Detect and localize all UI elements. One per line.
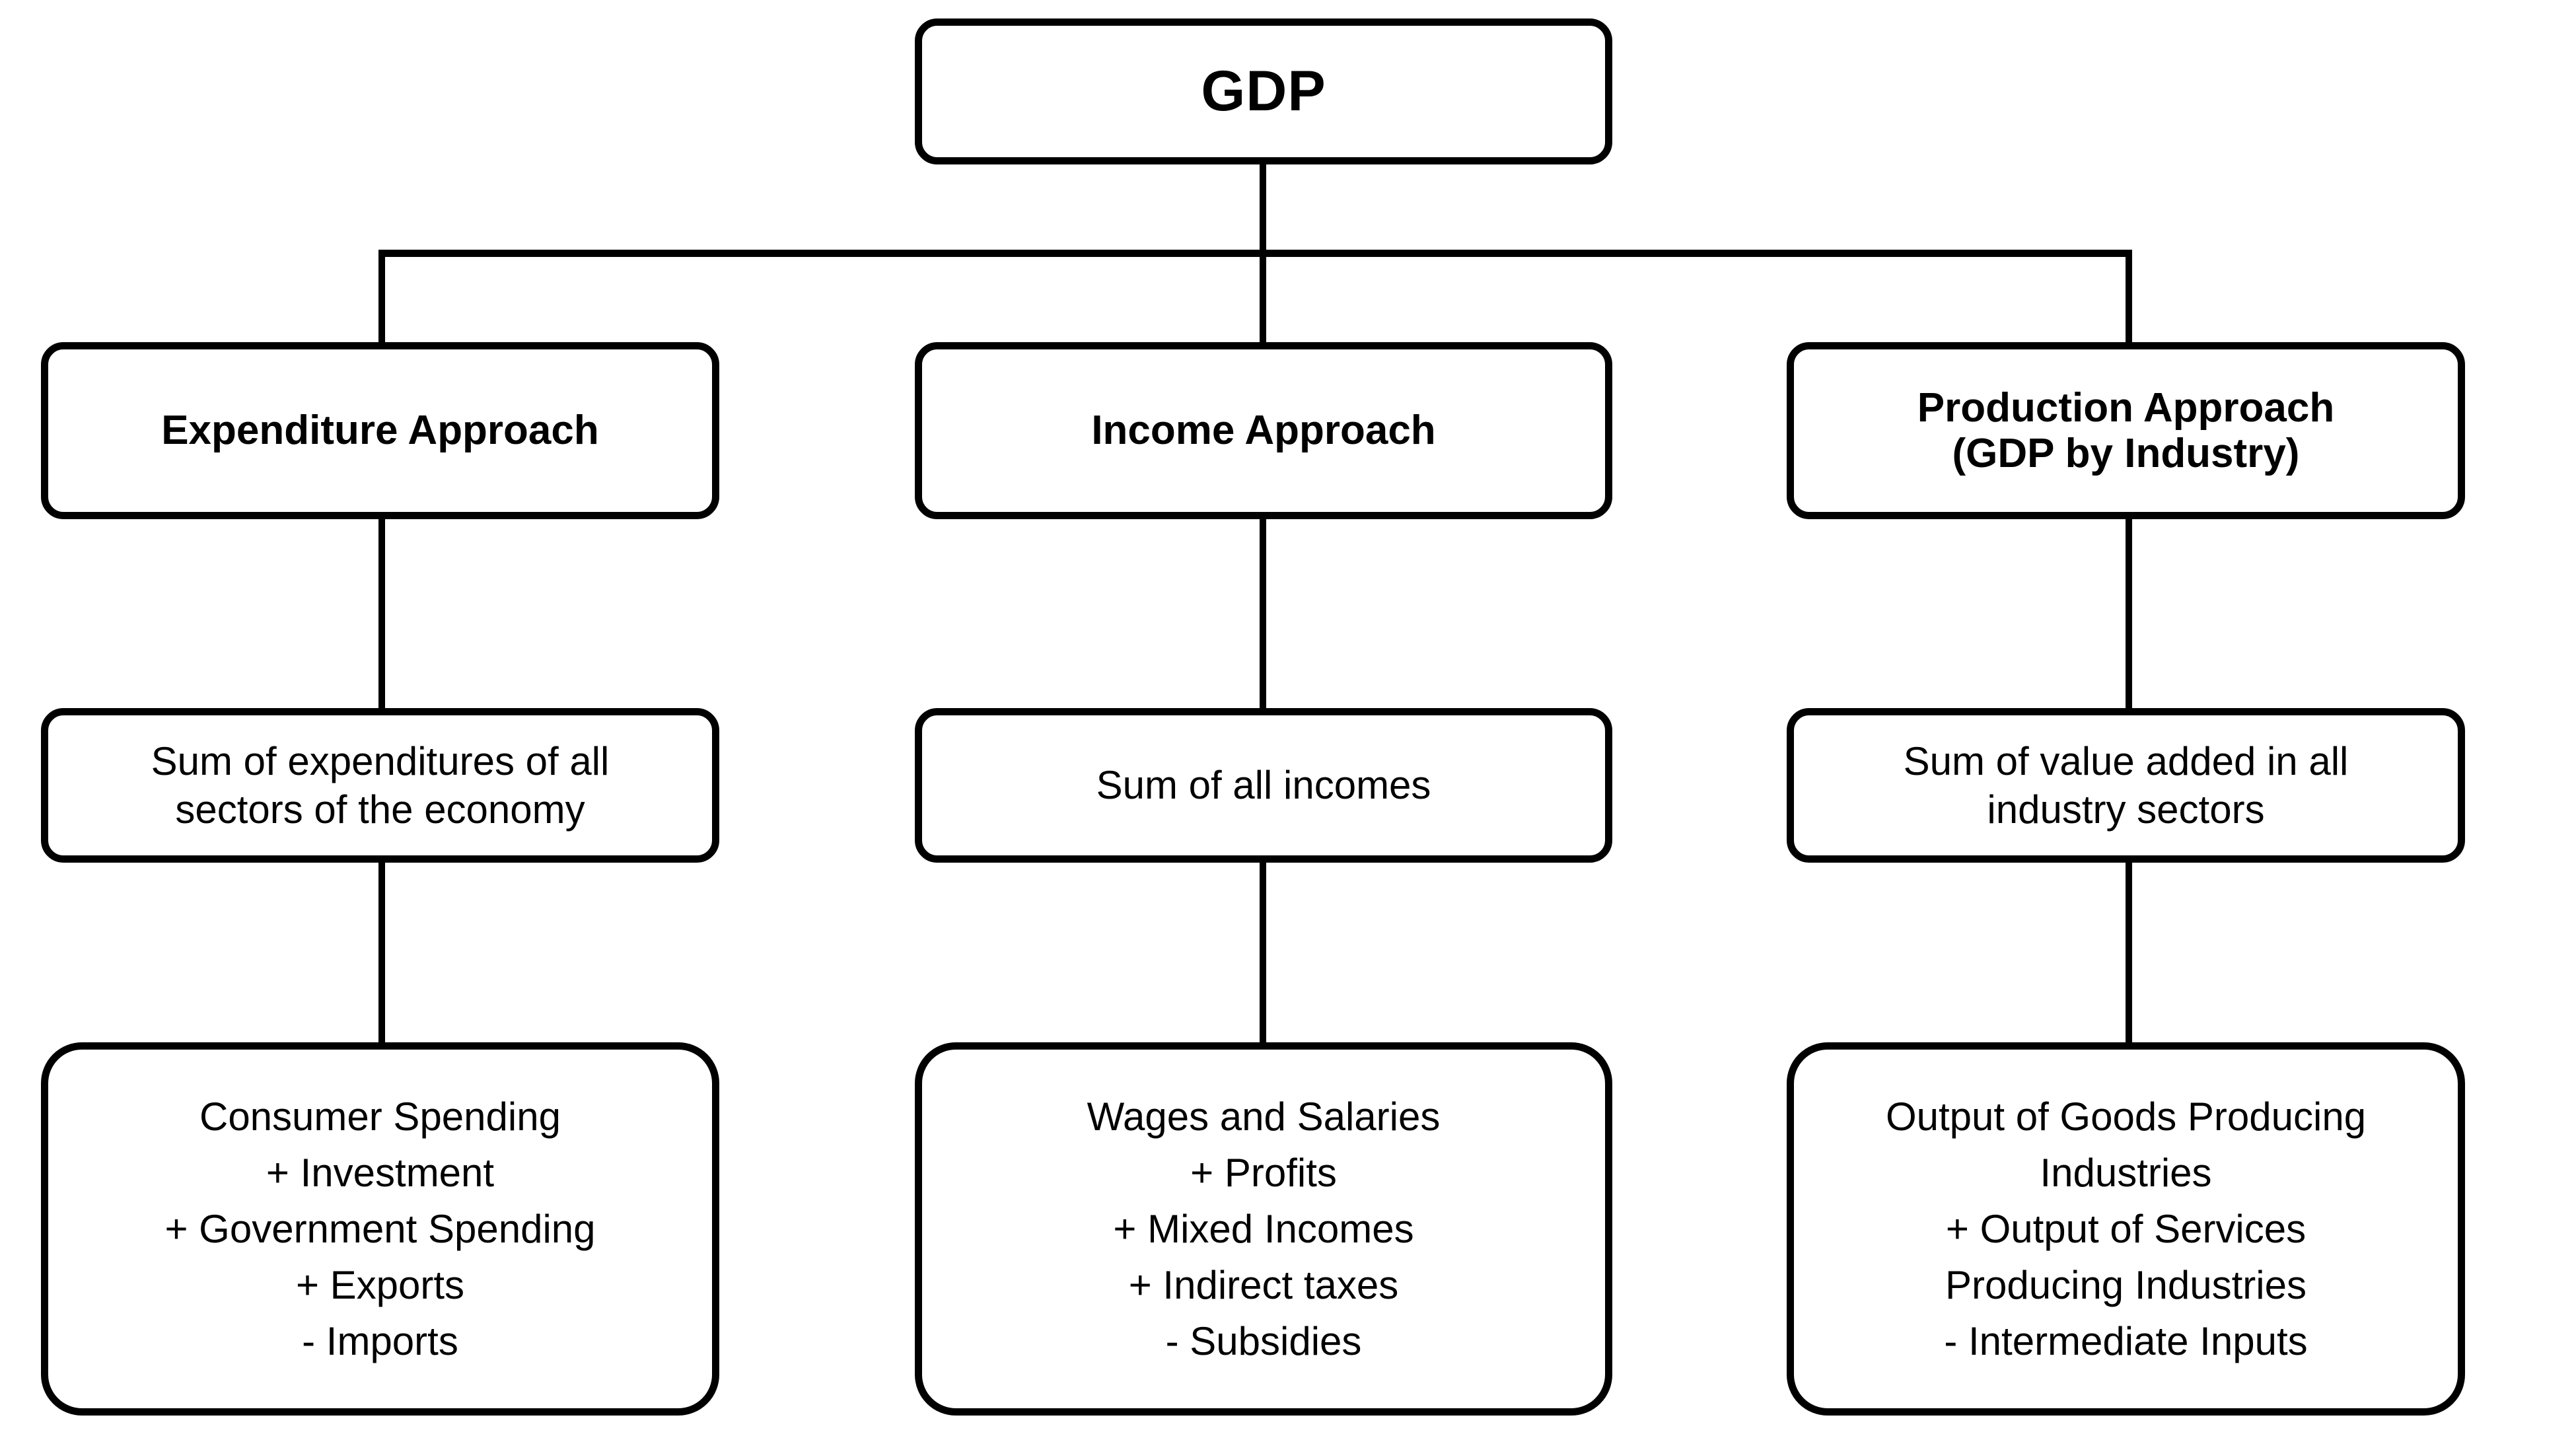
- node-summary-expenditure[interactable]: Sum of expenditures of all sectors of th…: [41, 708, 719, 863]
- connector-expenditure-to-summary: [378, 515, 385, 711]
- node-approach-income[interactable]: Income Approach: [915, 342, 1612, 519]
- connector-drop-income: [1260, 250, 1266, 345]
- node-approach-expenditure-label: Expenditure Approach: [161, 408, 599, 454]
- node-gdp-root[interactable]: GDP: [915, 18, 1612, 164]
- connector-summary-to-formula-expenditure: [378, 859, 385, 1046]
- node-formula-production[interactable]: Output of Goods Producing Industries + O…: [1787, 1042, 2465, 1416]
- node-formula-income[interactable]: Wages and Salaries + Profits + Mixed Inc…: [915, 1042, 1612, 1416]
- node-formula-production-label: Output of Goods Producing Industries + O…: [1885, 1094, 2367, 1364]
- node-summary-production[interactable]: Sum of value added in all industry secto…: [1787, 708, 2465, 863]
- node-approach-production[interactable]: Production Approach (GDP by Industry): [1787, 342, 2465, 519]
- node-summary-expenditure-label: Sum of expenditures of all sectors of th…: [151, 738, 610, 832]
- node-summary-production-label: Sum of value added in all industry secto…: [1903, 738, 2349, 832]
- connector-production-to-summary: [2126, 515, 2132, 711]
- connector-summary-to-formula-income: [1260, 859, 1266, 1046]
- connector-horizontal-bus: [378, 250, 2132, 257]
- connector-drop-expenditure: [378, 250, 385, 345]
- node-summary-income[interactable]: Sum of all incomes: [915, 708, 1612, 863]
- connector-summary-to-formula-production: [2126, 859, 2132, 1046]
- node-formula-income-label: Wages and Salaries + Profits + Mixed Inc…: [1087, 1094, 1441, 1364]
- connector-gdp-stem: [1260, 164, 1266, 256]
- node-gdp-label: GDP: [1201, 59, 1326, 124]
- node-approach-expenditure[interactable]: Expenditure Approach: [41, 342, 719, 519]
- node-summary-income-label: Sum of all incomes: [1096, 763, 1431, 808]
- node-approach-income-label: Income Approach: [1091, 408, 1436, 454]
- connector-drop-production: [2126, 250, 2132, 345]
- node-formula-expenditure-label: Consumer Spending + Investment + Governm…: [164, 1094, 596, 1364]
- node-formula-expenditure[interactable]: Consumer Spending + Investment + Governm…: [41, 1042, 719, 1416]
- connector-income-to-summary: [1260, 515, 1266, 711]
- node-approach-production-label: Production Approach (GDP by Industry): [1917, 384, 2335, 476]
